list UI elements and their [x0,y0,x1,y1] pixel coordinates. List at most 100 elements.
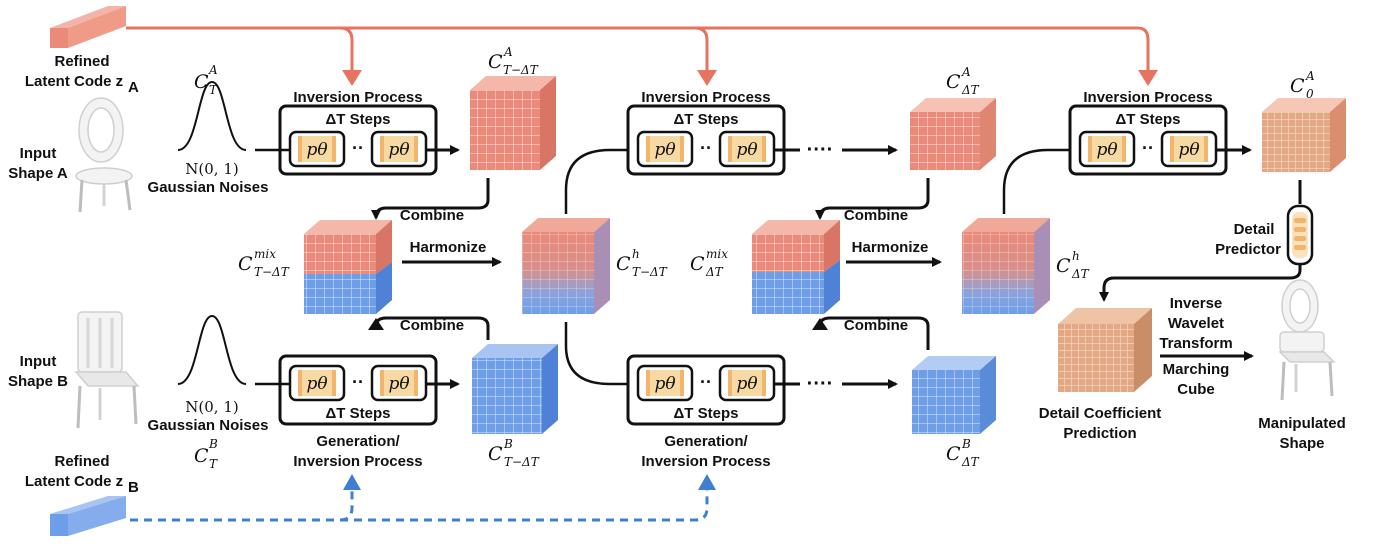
c-b-tmdt-sup: B [503,437,513,451]
chair-b-image [74,311,140,429]
generation-2-label-1: Generation/ [664,433,748,450]
chair-a-image [75,97,133,213]
p-theta-3b: pθ [1160,130,1218,168]
dots-2a: ·· [700,138,712,158]
marching-label-1: Marching [1163,361,1230,378]
refined-a-label-1: Refined [54,53,109,70]
c-a-dt-sub: ΔT [961,83,980,97]
combine-1-bottom: Combine [400,317,464,334]
c-mix-tmdt: C [238,253,253,275]
dots-1a: ·· [352,138,364,158]
inversion-2-steps: ΔT Steps [674,111,739,128]
c-b-dt-sub: ΔT [961,455,980,469]
latent-code-a-block [50,6,126,48]
cube-c-h-dt [962,218,1050,314]
svg-text:pθ: pθ [736,140,757,160]
input-a-label-2: Shape A [8,165,68,182]
refined-b-label-1: Refined [54,453,109,470]
detail-predictor-icon [1286,204,1314,266]
gaussian-b-label: Gaussian Noises [148,417,269,434]
arrowhead-combine-1-bottom [368,318,384,330]
generation-2-label-2: Inversion Process [641,453,770,470]
arrow-combine-2-top [815,178,930,220]
combine-2-bottom: Combine [844,317,908,334]
input-b-label-2: Shape B [8,373,68,390]
c-mix-dt-sup: mix [706,247,728,261]
svg-text:pθ: pθ [388,374,409,394]
c-h-dt-sup: h [1072,249,1080,263]
c-a-0: C [1290,75,1305,97]
c-a-tmdt-sub: T−ΔT [503,63,539,77]
generation-2-steps: ΔT Steps [674,405,739,422]
svg-text:pθ: pθ [654,140,675,160]
dots-g2-out: ···· [807,373,834,395]
p-theta-2b: pθ [718,130,776,168]
cube-detail-coefficient [1058,308,1152,392]
detail-coeff-label-2: Prediction [1063,425,1136,442]
p-theta-g1a: pθ [288,364,346,402]
c-t-a: C [194,71,209,93]
curve-h1-up [564,148,632,214]
dots-g1: ·· [352,372,364,392]
cube-c-b-t-minus-dt [472,344,558,434]
manipulated-label-1: Manipulated [1258,415,1346,432]
c-a-tmdt-sup: A [503,45,513,59]
red-conditioning-arrows [126,26,1150,72]
curve-h2-up [1002,148,1076,214]
manipulated-label-2: Shape [1279,435,1324,452]
cube-c-a-dt [910,98,996,170]
combine-1-top: Combine [400,207,464,224]
svg-text:pθ: pθ [736,374,757,394]
detail-predictor-label-1: Detail [1234,221,1275,238]
refined-b-sub: B [128,479,139,496]
c-h-tmdt-sup: h [632,247,640,261]
c-a-tmdt: C [488,51,503,73]
c-t-a-sub: T [209,83,218,97]
inversion-2-title: Inversion Process [641,89,770,106]
c-t-b: C [194,445,209,467]
inversion-3-title: Inversion Process [1083,89,1212,106]
gaussian-curve-a [177,80,247,151]
c-h-dt-sub: ΔT [1071,267,1090,281]
cube-c-a-t-minus-dt [470,76,556,170]
cube-c-mix-t-minus-dt [304,220,392,314]
dots-2-out: ···· [807,139,834,161]
c-h-tmdt-sub: T−ΔT [632,265,668,279]
c-a-dt-sup: A [961,65,971,79]
generation-1-label-1: Generation/ [316,433,400,450]
c-a-0-sub: 0 [1306,87,1314,101]
c-t-b-sub: T [209,457,218,471]
svg-text:pθ: pθ [1178,140,1199,160]
p-theta-g2a: pθ [636,364,694,402]
cube-c-mix-dt [752,220,840,314]
latent-code-b-block [50,496,126,536]
p-theta-2a: pθ [636,130,694,168]
c-h-dt: C [1056,255,1071,277]
svg-text:pθ: pθ [306,140,327,160]
c-mix-dt-sub: ΔT [705,265,724,279]
arrowhead-combine-2-bottom [812,318,828,330]
generation-1-label-2: Inversion Process [293,453,422,470]
p-theta-g2b: pθ [718,364,776,402]
svg-text:pθ: pθ [1096,140,1117,160]
c-a-dt: C [946,71,961,93]
c-b-tmdt: C [488,443,503,465]
arrow-combine-1-top [371,178,490,220]
dots-g2: ·· [700,372,712,392]
marching-label-2: Cube [1177,381,1215,398]
c-b-tmdt-sub: T−ΔT [504,455,540,469]
p-theta-1b: pθ [370,130,428,168]
gaussian-a-label: Gaussian Noises [148,179,269,196]
inversion-1-title: Inversion Process [293,89,422,106]
normal-b: N(0, 1) [185,398,238,416]
input-b-label-1: Input [20,353,57,370]
normal-a: N(0, 1) [185,160,238,178]
p-theta-1a: pθ [288,130,346,168]
c-h-tmdt: C [616,253,631,275]
cube-c-h-t-minus-dt [522,218,610,314]
cube-c-a-0 [1262,98,1346,172]
input-a-label-1: Input [20,145,57,162]
c-b-dt: C [946,443,961,465]
arrow-predictor-to-coeff [1099,264,1302,302]
